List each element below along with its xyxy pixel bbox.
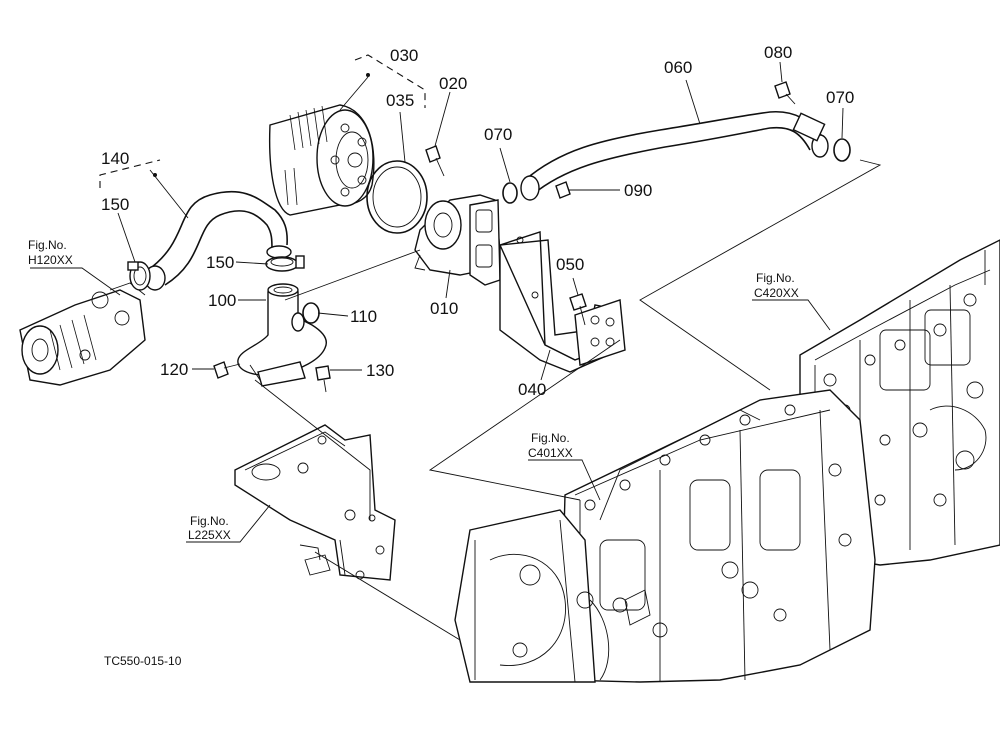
callout-010: 010 (430, 299, 458, 318)
gear-housing (454, 509, 610, 683)
callout-060: 060 (664, 58, 692, 77)
callout-120: 120 (160, 360, 188, 379)
fig-ref-label-l225: Fig.No. (190, 514, 229, 528)
callout-150-right: 150 (206, 253, 234, 272)
fig-ref-code-c401: C401XX (528, 446, 573, 460)
gasket-035 (366, 160, 428, 234)
hose-clamp-150-left (127, 261, 151, 291)
callout-040: 040 (518, 380, 546, 399)
bolt-020 (425, 145, 445, 177)
callout-100: 100 (208, 291, 236, 310)
pipe-100 (237, 283, 327, 387)
callout-110: 110 (350, 307, 377, 326)
callout-130: 130 (366, 361, 394, 380)
leader-lines (30, 54, 882, 641)
bolt-130 (315, 365, 331, 393)
bolt-050 (569, 293, 587, 326)
callout-140: 140 (101, 149, 129, 168)
callout-035: 035 (386, 91, 414, 110)
fig-ref-code-l225: L225XX (188, 528, 231, 542)
fig-ref-code-c420: C420XX (754, 286, 799, 300)
callout-080: 080 (764, 43, 792, 62)
callout-020: 020 (439, 74, 467, 93)
bolt-080 (774, 81, 796, 105)
o-ring-110 (302, 302, 320, 324)
bracket-040 (499, 231, 626, 373)
callout-150-left: 150 (101, 195, 129, 214)
callout-030: 030 (390, 46, 418, 65)
pipe-060 (520, 110, 829, 201)
drawing-code: TC550-015-10 (104, 654, 182, 668)
bolt-120 (213, 361, 241, 379)
oil-filter-030 (268, 104, 375, 216)
bracket-l225 (234, 424, 396, 581)
hose-clamp-150-right (265, 255, 305, 272)
hydraulic-pump-h120 (19, 282, 146, 386)
o-ring-070-right (833, 138, 851, 162)
callout-070-right: 070 (826, 88, 854, 107)
callout-090: 090 (624, 181, 652, 200)
hose-140 (144, 190, 292, 291)
callout-050: 050 (556, 255, 584, 274)
fig-ref-label-h120: Fig.No. (28, 238, 67, 252)
fig-ref-label-c420: Fig.No. (756, 271, 795, 285)
fig-ref-code-h120: H120XX (28, 253, 73, 267)
filter-head-010 (414, 194, 501, 286)
fig-ref-label-c401: Fig.No. (531, 431, 570, 445)
transmission-case-c401 (559, 389, 876, 683)
callout-070-left: 070 (484, 125, 512, 144)
o-ring-070-left (502, 182, 518, 204)
